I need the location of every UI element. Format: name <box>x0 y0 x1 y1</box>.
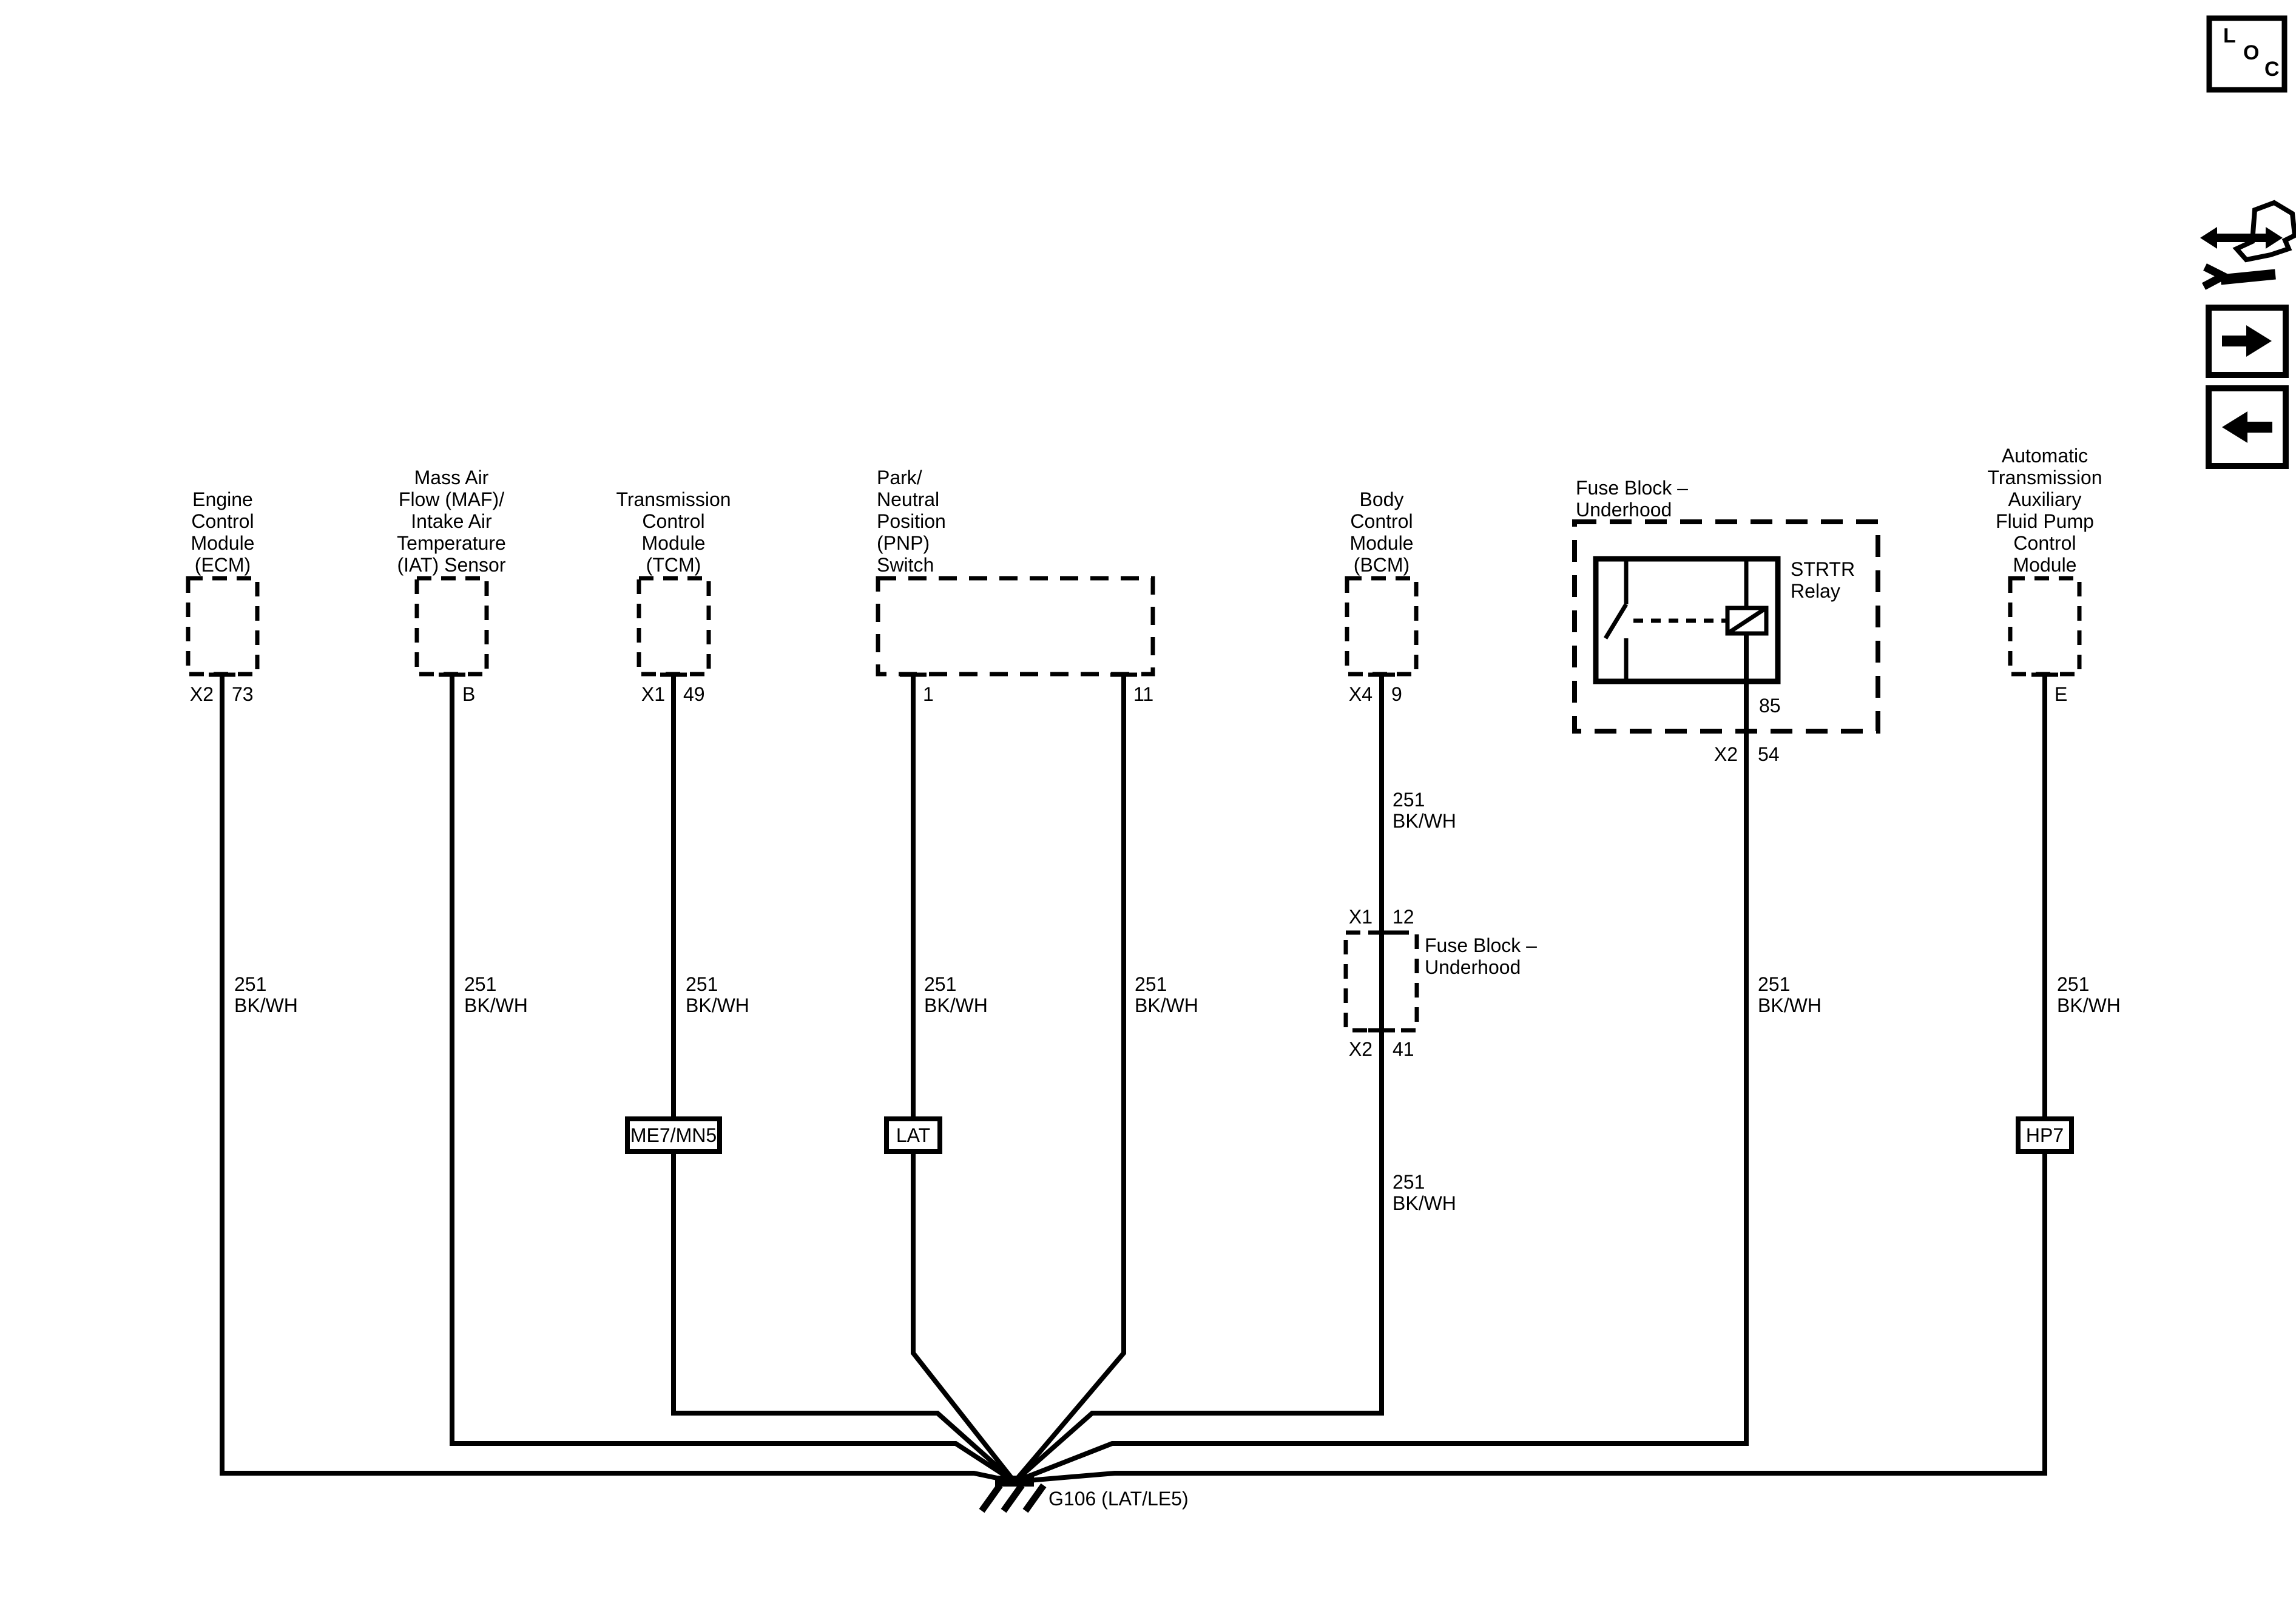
pnp-pin-11: 11 <box>1133 683 1154 705</box>
mid-fuse-block-label: Fuse Block – Underhood <box>1425 934 1537 978</box>
wire-pnp-1 <box>911 675 1017 1484</box>
ecm-dashed-box <box>186 576 260 677</box>
tcm-label: Transmission Control Module (TCM) <box>616 488 731 576</box>
pnp-dashed-box <box>876 576 1155 677</box>
ground-symbol <box>979 1476 1047 1513</box>
atafp-dashed-box <box>2008 576 2082 677</box>
bcm-connector-id: X4 <box>1348 683 1373 705</box>
mid-fuse-bottom-pin: 41 <box>1393 1038 1414 1060</box>
wire-pnp-11 <box>1012 675 1126 1484</box>
maf-pin-number: B <box>462 683 476 705</box>
wire-ecm <box>220 675 1015 1484</box>
strtr-relay-coil <box>1725 606 1769 636</box>
ecm-pin-number: 73 <box>232 683 254 705</box>
lat-label: LAT <box>896 1124 931 1146</box>
harness-connector-lat: LAT <box>884 1116 942 1154</box>
bcm-label: Body Control Module (BCM) <box>1349 488 1414 576</box>
fuse-connector-id: X2 <box>1714 743 1738 765</box>
maf-iat-label: Mass Air Flow (MAF)/ Intake Air Temperat… <box>397 467 506 576</box>
strtr-relay-switch <box>1604 559 1629 681</box>
loc-letter-o: O <box>2243 41 2260 64</box>
tcm-dashed-box <box>636 576 711 677</box>
fuse-block-label: Fuse Block – Underhood <box>1576 477 1688 521</box>
wire-bcm <box>1013 675 1384 1484</box>
atafp-label: Automatic Transmission Auxiliary Fluid P… <box>1987 445 2102 576</box>
ecm-label: Engine Control Module (ECM) <box>191 488 255 576</box>
maf-dashed-box <box>414 576 489 677</box>
bcm-dashed-box <box>1345 576 1419 677</box>
next-arrow-icon[interactable] <box>2206 305 2289 378</box>
pnp-pin-1: 1 <box>923 683 934 705</box>
wire-atafp <box>1014 675 2047 1484</box>
loc-letter-l: L <box>2223 24 2236 47</box>
ecm-connector-id: X2 <box>189 683 214 705</box>
wire-maf <box>450 675 1016 1484</box>
mid-fuse-bottom-connector: X2 <box>1348 1038 1373 1060</box>
loc-letter-c: C <box>2264 58 2280 81</box>
wire-tcm <box>671 675 1016 1484</box>
strtr-relay-box <box>1593 556 1781 684</box>
mid-fuse-top-connector: X1 <box>1348 906 1373 928</box>
fuse-pin-number: 54 <box>1758 743 1780 765</box>
wire-relay <box>1013 633 1749 1484</box>
tcm-connector-id: X1 <box>641 683 665 705</box>
relay-pin-85: 85 <box>1759 695 1781 717</box>
bcm-pin-number: 9 <box>1391 683 1402 705</box>
tcm-pin-number: 49 <box>683 683 705 705</box>
fuse-block-dashed-box <box>1572 519 1880 734</box>
mid-fuse-top-pin: 12 <box>1393 906 1414 928</box>
back-arrow-icon[interactable] <box>2206 385 2289 469</box>
tools-icon[interactable] <box>2200 200 2296 290</box>
me7-mn5-label: ME7/MN5 <box>630 1124 717 1146</box>
harness-connector-hp7: HP7 <box>2016 1116 2074 1154</box>
harness-connector-me7-mn5: ME7/MN5 <box>625 1116 722 1154</box>
loc-icon-frame[interactable] <box>2206 15 2288 93</box>
strtr-relay-label: STRTR Relay <box>1791 558 1855 602</box>
hp7-label: HP7 <box>2025 1124 2064 1146</box>
atafp-pin-number: E <box>2055 683 2068 705</box>
pnp-switch-label: Park/ Neutral Position (PNP) Switch <box>877 467 946 576</box>
ground-g106-label: G106 (LAT/LE5) <box>1048 1488 1189 1510</box>
